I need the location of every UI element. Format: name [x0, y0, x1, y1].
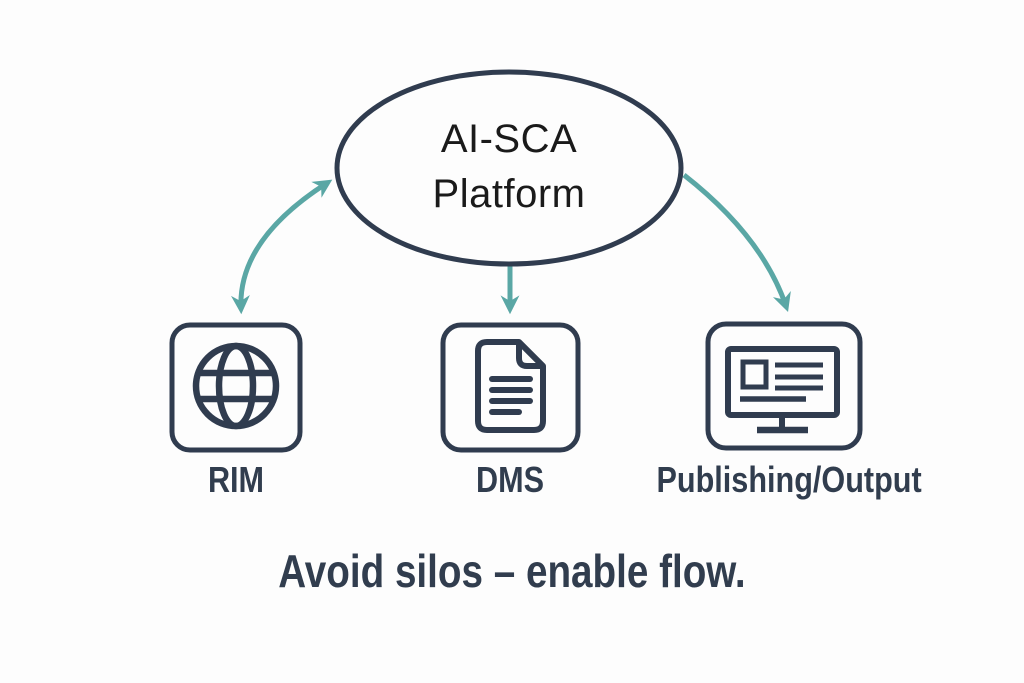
rim-box	[169, 322, 303, 453]
node-label-dms: DMS	[476, 459, 544, 500]
globe-icon	[192, 342, 280, 430]
node-label-rim: RIM	[207, 459, 265, 500]
arrow-hub-publishing	[682, 173, 791, 312]
hub-label: AI-SCA Platform	[339, 112, 679, 222]
hub-ellipse	[334, 69, 684, 267]
tagline: Avoid silos – enable flow.	[278, 545, 746, 597]
hub-label-line2: Platform	[432, 172, 586, 216]
hub-label-line1: AI-SCA	[440, 117, 578, 161]
monitor-icon	[725, 346, 840, 434]
arrow-hub-rim	[231, 179, 333, 315]
document-icon	[475, 339, 546, 433]
node-label-publishing: Publishing/Output	[656, 459, 922, 500]
